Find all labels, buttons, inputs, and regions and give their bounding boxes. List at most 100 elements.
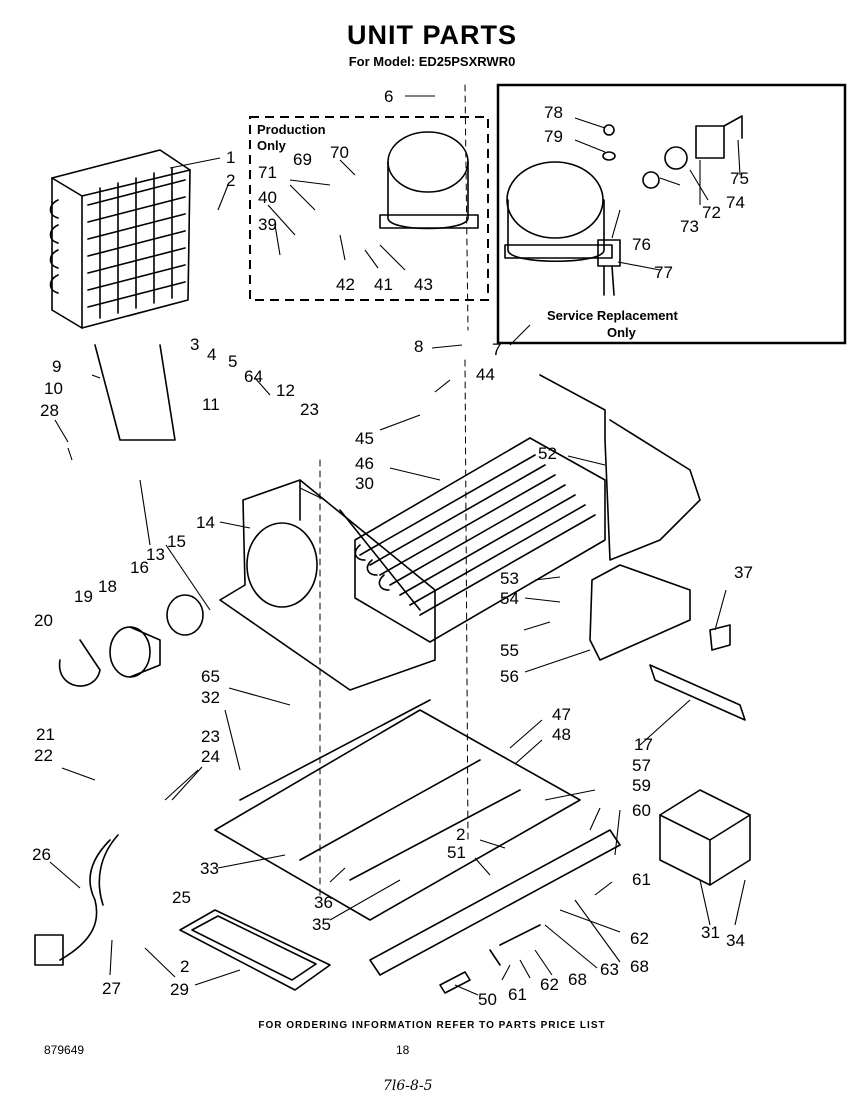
callout-25: 25 [172, 888, 191, 907]
production-box-label-1: Production [257, 122, 326, 137]
callout-18: 18 [98, 577, 117, 596]
callout-59: 59 [632, 776, 651, 795]
callout-2: 2 [226, 171, 235, 190]
callout-21: 21 [36, 725, 55, 744]
callout-26: 26 [32, 845, 51, 864]
callout-15: 15 [167, 532, 186, 551]
callout-37: 37 [734, 563, 753, 582]
callout-79: 79 [544, 127, 563, 146]
callout-4: 4 [207, 345, 216, 364]
callout-32: 32 [201, 688, 220, 707]
compressor-production [379, 131, 479, 230]
callout-74: 74 [726, 193, 745, 212]
control-box [659, 789, 751, 886]
callout-64: 64 [244, 367, 263, 386]
callout-47: 47 [552, 705, 571, 724]
relay-overload-parts [602, 115, 743, 189]
callout-8: 8 [414, 337, 423, 356]
handwritten-note: 7l6-8-5 [383, 1078, 433, 1094]
callout-48: 48 [552, 725, 571, 744]
callout-19: 19 [74, 587, 93, 606]
service-box-label-2: Only [607, 325, 637, 340]
callout-9: 9 [52, 357, 61, 376]
callout-70: 70 [330, 143, 349, 162]
callout-33: 33 [200, 859, 219, 878]
callout-11: 11 [202, 395, 220, 414]
callout-36: 36 [314, 893, 333, 912]
production-box-label-2: Only [257, 138, 287, 153]
callout-55: 55 [500, 641, 519, 660]
callout-42: 42 [336, 275, 355, 294]
callout-61a: 61 [632, 870, 651, 889]
callout-41: 41 [374, 275, 393, 294]
callout-53: 53 [500, 569, 519, 588]
callout-60: 60 [632, 801, 651, 820]
defrost-heater [94, 344, 176, 441]
base-frame [214, 699, 621, 976]
callout-68b: 68 [568, 970, 587, 989]
callout-30: 30 [355, 474, 374, 493]
callout-22: 22 [34, 746, 53, 765]
callout-2-mid: 2 [456, 825, 465, 844]
tie-strap [649, 664, 746, 721]
callout-51: 51 [447, 843, 466, 862]
callout-45: 45 [355, 429, 374, 448]
callout-27: 27 [102, 979, 121, 998]
callout-7: 7 [492, 340, 501, 359]
callout-16: 16 [130, 558, 149, 577]
callout-65: 65 [201, 667, 220, 686]
callout-20: 20 [34, 611, 53, 630]
callout-23a: 23 [201, 727, 220, 746]
service-replacement-box [496, 83, 847, 345]
drain-pan [179, 909, 331, 991]
callout-77: 77 [654, 263, 673, 282]
callout-57: 57 [632, 756, 651, 775]
callout-17: 17 [634, 735, 653, 754]
evaporator-coil [354, 437, 606, 643]
callout-39: 39 [258, 215, 277, 234]
document-number: 879649 [44, 1043, 85, 1057]
callout-72: 72 [702, 203, 721, 222]
tubing-52 [539, 374, 701, 561]
callout-44: 44 [476, 365, 495, 384]
compressor-service [504, 161, 621, 296]
callout-62b: 62 [540, 975, 559, 994]
callout-2-bottom: 2 [180, 957, 189, 976]
callout-46: 46 [355, 454, 374, 473]
page-number: 18 [396, 1043, 410, 1057]
callout-56: 56 [500, 667, 519, 686]
callout-68a: 68 [630, 957, 649, 976]
callout-5: 5 [228, 352, 237, 371]
callout-75: 75 [730, 169, 749, 188]
callout-69: 69 [293, 150, 312, 169]
page-title: UNIT PARTS [347, 20, 517, 50]
ordering-info-note: FOR ORDERING INFORMATION REFER TO PARTS … [258, 1020, 606, 1031]
callout-43: 43 [414, 275, 433, 294]
fan-motor [58, 594, 204, 687]
production-only-box [249, 116, 489, 301]
callout-54: 54 [500, 589, 519, 608]
callout-1: 1 [226, 148, 235, 167]
callout-63: 63 [600, 960, 619, 979]
callout-10: 10 [44, 379, 63, 398]
callout-6: 6 [384, 87, 393, 106]
callout-61b: 61 [508, 985, 527, 1004]
callout-40: 40 [258, 188, 277, 207]
callout-35: 35 [312, 915, 331, 934]
model-number: For Model: ED25PSXRWR0 [348, 54, 516, 69]
callout-50: 50 [478, 990, 497, 1009]
callout-13: 13 [146, 545, 165, 564]
callout-31: 31 [701, 923, 720, 942]
callout-24: 24 [201, 747, 220, 766]
callout-34: 34 [726, 931, 745, 950]
callout-62a: 62 [630, 929, 649, 948]
callout-23b: 23 [300, 400, 319, 419]
callout-78: 78 [544, 103, 563, 122]
callout-52: 52 [538, 444, 557, 463]
callout-28: 28 [40, 401, 59, 420]
callout-12: 12 [276, 381, 295, 400]
callout-76: 76 [632, 235, 651, 254]
callout-14: 14 [196, 513, 215, 532]
power-cord [34, 834, 119, 966]
